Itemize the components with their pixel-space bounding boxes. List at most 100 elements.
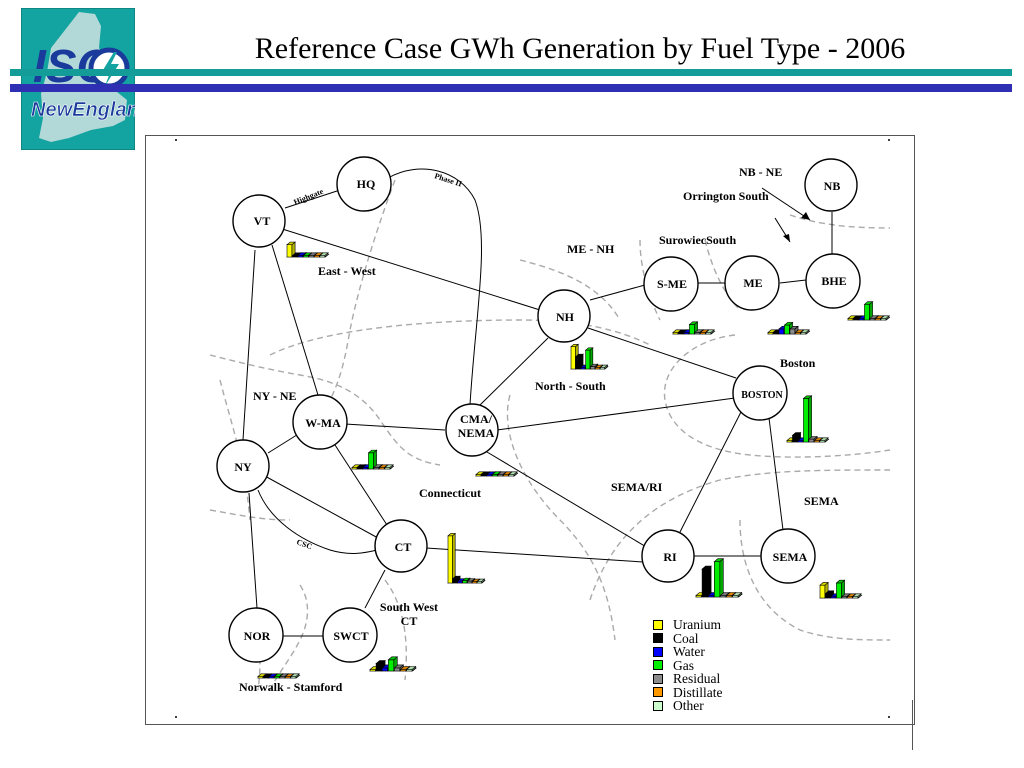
bar-top [273,673,284,677]
bar-top [367,449,378,454]
bar-top [399,666,411,670]
node-label: NOR [244,629,271,643]
bar-chart-vt [286,241,330,258]
bar-top [824,590,835,594]
bar-top [268,673,278,677]
bar-top [694,329,704,333]
node-label: HQ [357,177,376,191]
boundary-north-south [269,319,651,356]
bar-top [719,592,731,596]
boundary-ny-ne [209,354,441,466]
slide-title: Reference Case GWh Generation by Fuel Ty… [254,32,906,65]
bar-front [387,659,395,672]
bar-front [575,356,581,370]
bar-top [869,315,879,319]
node-label: NY [234,460,252,474]
bar-front [570,346,576,370]
interface-label: North - South [535,379,606,393]
bar-front [803,398,809,443]
node-s-me [643,256,699,312]
bar-front [808,438,815,443]
bar-chart-nh [570,343,609,370]
legend-swatch [653,700,663,711]
bar-top [847,315,857,319]
bar-top [284,673,295,677]
interface-label: Orrington South [683,189,769,203]
bar-front [825,593,831,599]
node-swct [322,607,378,663]
bar-front [286,244,293,258]
boundary-norwalk [269,584,309,691]
legend-swatch [653,660,663,671]
bar-top [290,673,300,677]
bar-chart-cma-nema [475,470,519,477]
bar-top [262,673,273,677]
bar-top [375,660,386,664]
bar-front [713,561,721,598]
bar-top [356,464,367,468]
node-cma-nema [445,403,499,457]
legend-swatch [653,619,663,630]
bar-top [713,558,725,562]
bar-top [731,592,743,596]
bar-top [257,673,267,677]
legend-item: Gas [653,658,723,673]
bar-top [475,471,485,475]
interface-label: Norwalk - Stamford [239,680,343,694]
node-label: SEMA [773,550,808,564]
bar-top [584,347,594,351]
bar-top [405,666,417,670]
interface-label: SEMA/RI [611,480,663,494]
node-label: VT [254,214,271,228]
bar-top [802,395,813,399]
bar-front [792,435,798,443]
bar-front [394,667,401,672]
bar-top [800,329,810,333]
bar-top [725,592,737,596]
bar-top [841,593,851,597]
bar-top [452,575,461,579]
bar-top [599,364,609,368]
node-sema [760,528,816,584]
frame-corner-dots [175,139,890,718]
interface-label: SEMA [804,494,839,508]
bar-top [461,577,471,581]
bar-top [767,329,777,333]
bar-top [705,329,715,333]
bar-front [590,366,596,370]
bar-top [874,315,885,319]
legend-label: Coal [673,630,699,646]
bar-top [279,673,289,677]
bar-top [313,252,324,256]
bar-front [585,349,591,370]
bar-front [368,452,374,470]
legend-item: Distillate [653,685,723,700]
bar-top [480,471,491,475]
interface-label: East - West [318,264,376,278]
bar-chart-s-me [672,321,716,335]
interface-label: CSC [295,537,313,551]
bar-top [852,593,862,597]
bar-top [570,343,580,347]
legend-swatch [653,633,663,644]
bar-top [880,315,890,319]
bar-top [819,437,829,441]
bar-top [466,578,476,582]
bar-top [308,252,318,256]
bar-side [808,395,812,443]
node-bhe [805,253,861,309]
bar-top [813,437,824,441]
bar-top [302,252,313,256]
node-labels: HQ VT NB S-ME ME BHE NH BOSTON W-MA CMA/… [234,177,846,643]
bar-top [471,578,481,582]
node-ri [641,529,695,583]
bar-top [502,471,513,475]
bar-top [447,533,457,537]
bar-top [491,471,502,475]
node-label: BOSTON [741,390,783,401]
bar-front [462,580,468,584]
bar-top [286,241,296,246]
bar-top [594,364,604,368]
